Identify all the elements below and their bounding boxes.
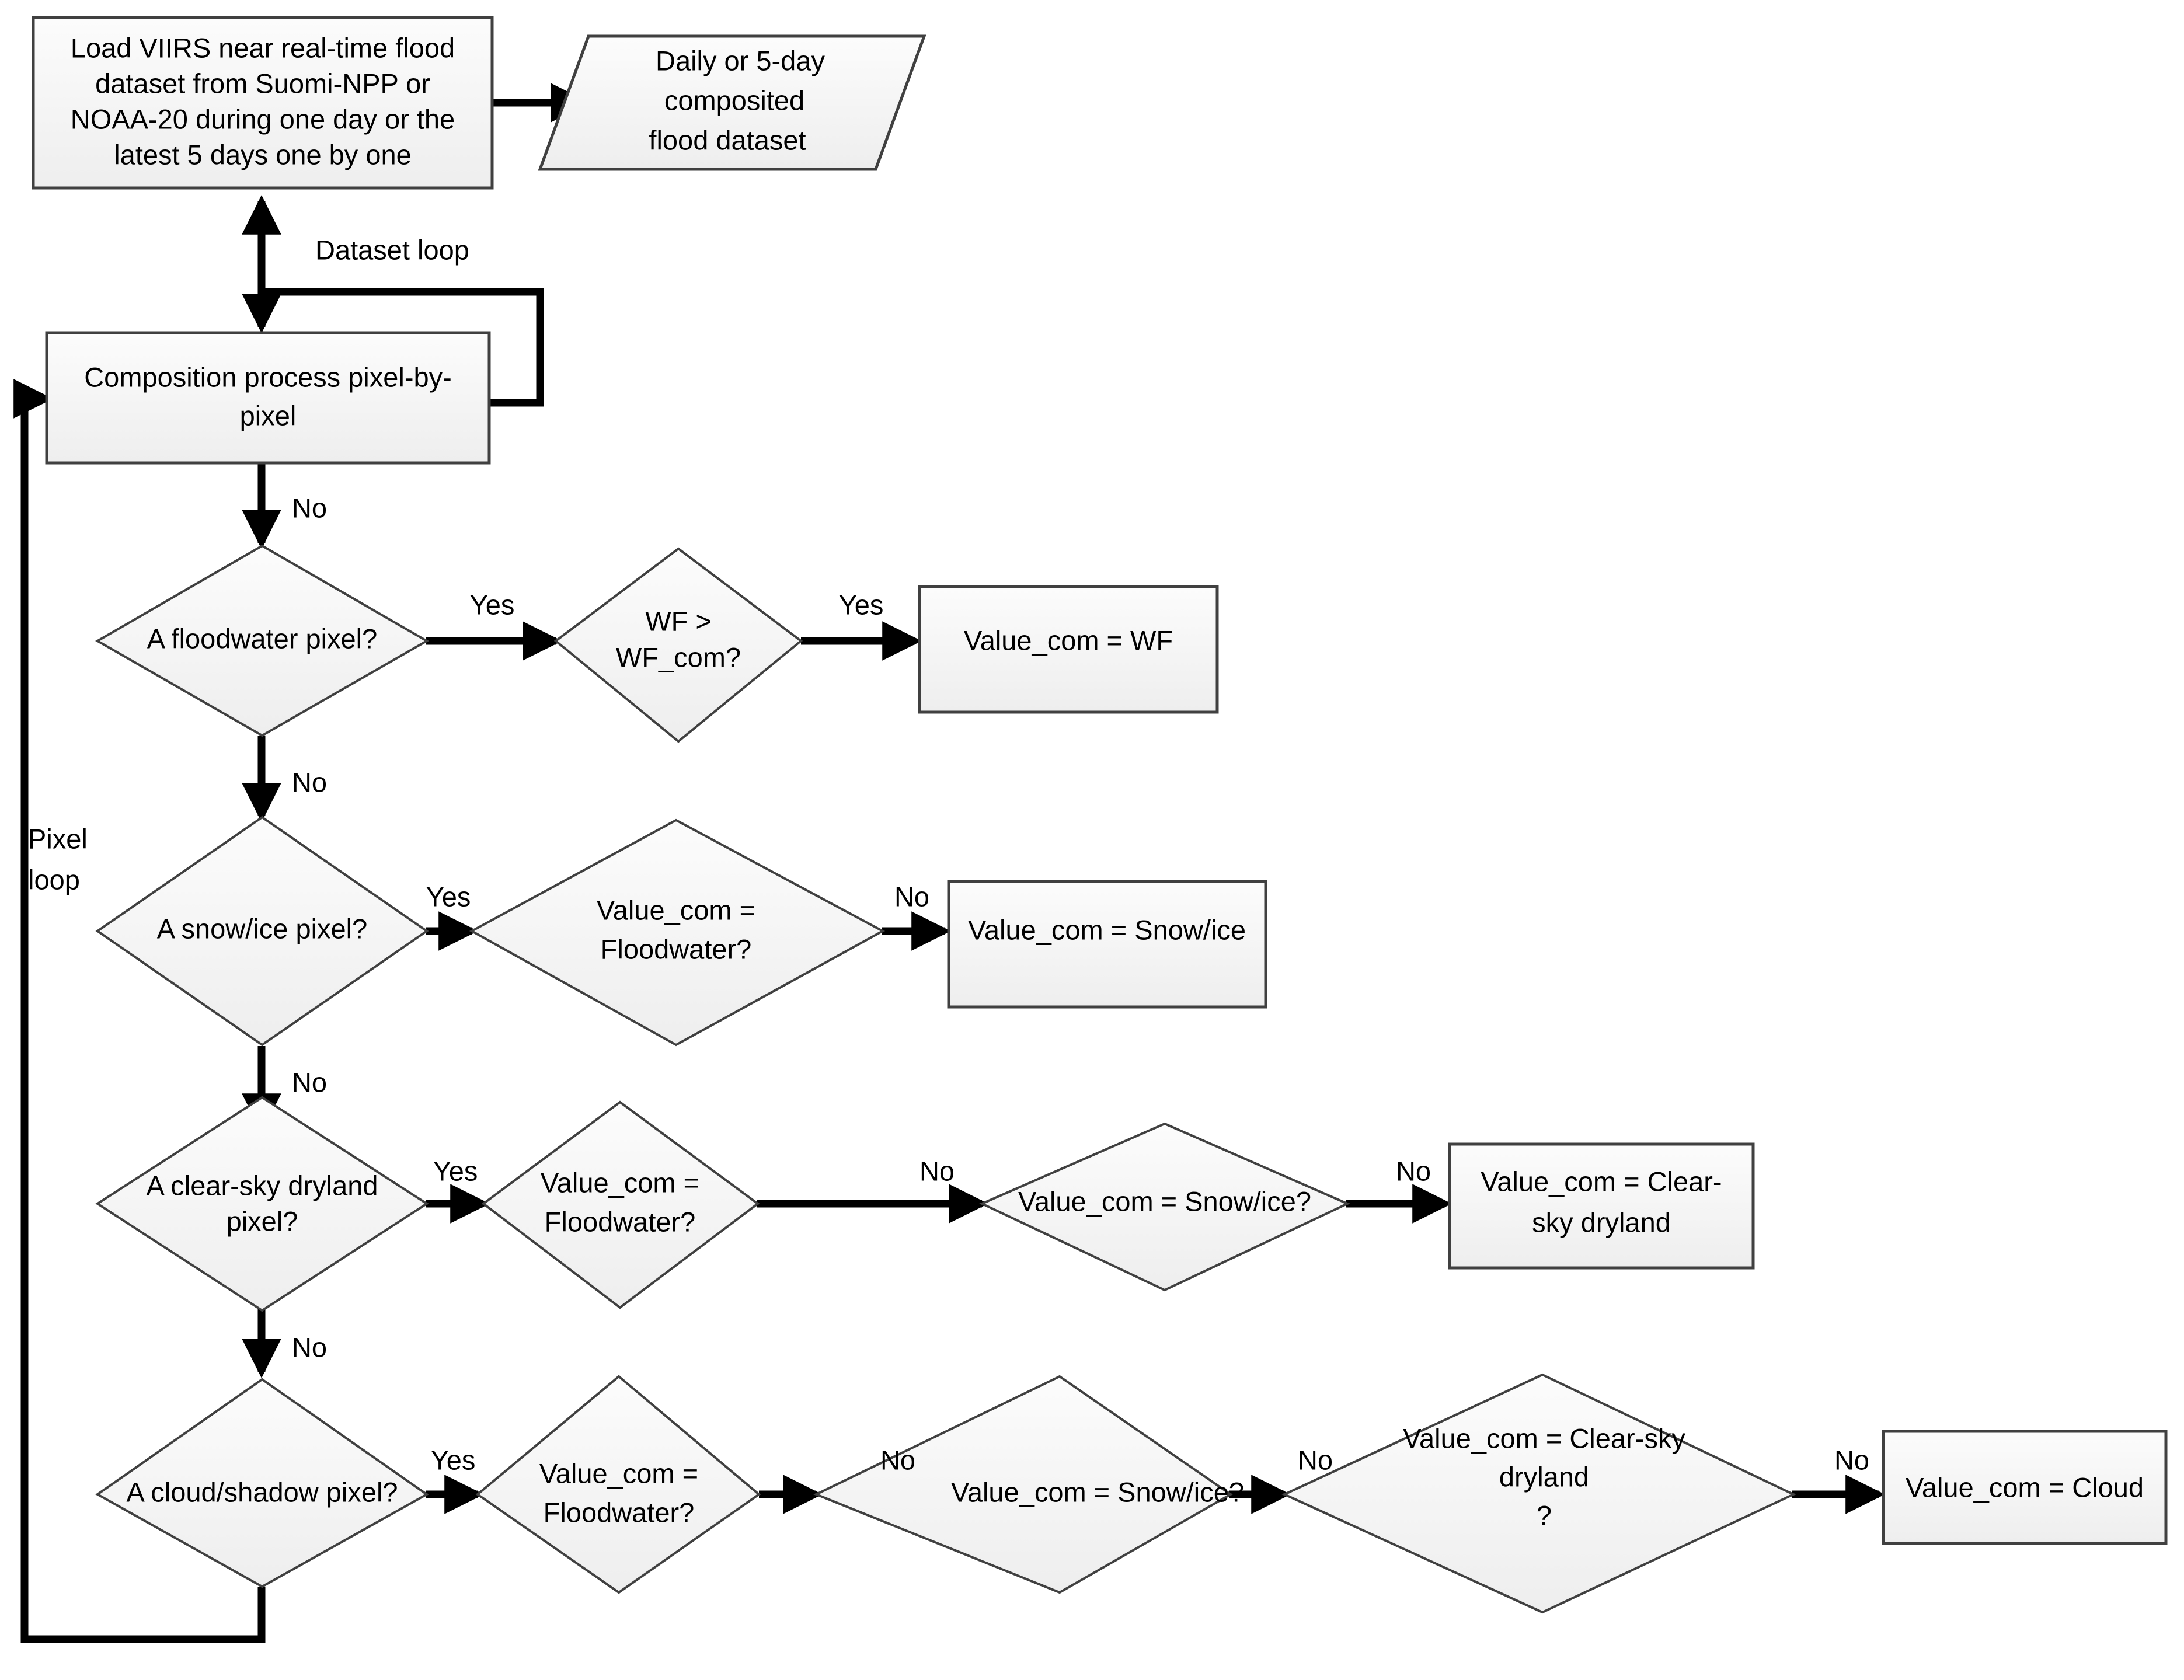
edge-label-flood-no: No — [292, 766, 327, 797]
load-dataset-line-1: Load VIIRS near real-time flood — [71, 32, 455, 63]
q-cloud-is-flood-line-2: Floodwater? — [544, 1497, 695, 1528]
node-q-clear-is-flood[interactable]: Value_com = Floodwater? — [481, 1100, 760, 1309]
node-load-dataset[interactable]: Load VIIRS near real-time flood dataset … — [32, 16, 494, 190]
q-snow-is-flood-line-2: Floodwater? — [601, 933, 752, 964]
node-q-cloud-is-clearsky[interactable]: Value_com = Clear-sky dryland ? — [1281, 1373, 1796, 1614]
node-r-value-wf[interactable]: Value_com = WF — [918, 585, 1219, 714]
edge-dataset-loop-path — [262, 288, 544, 407]
r-value-clearsky-line-1: Value_com = Clear- — [1481, 1166, 1722, 1197]
node-composition-process[interactable]: Composition process pixel-by- pixel — [45, 331, 491, 465]
composited-output-line-2: composited — [664, 85, 804, 116]
edge-label-snow-yes: Yes — [426, 881, 471, 912]
node-r-value-cloud[interactable]: Value_com = Cloud — [1882, 1430, 2168, 1545]
q-snow-is-flood-line-1: Value_com = — [597, 894, 755, 925]
node-q-snow-is-flood[interactable]: Value_com = Floodwater? — [469, 818, 886, 1047]
edge-label-clear-yes: Yes — [433, 1155, 478, 1186]
q-cloud-is-clearsky-line-2: dryland — [1499, 1461, 1589, 1492]
edge-label-clear-flood-no: No — [919, 1155, 955, 1186]
r-value-snowice-line-1: Value_com = Snow/ice — [968, 914, 1246, 945]
node-q-cloud-is-snow[interactable]: Value_com = Snow/ice? — [813, 1375, 1244, 1594]
q-cloud-line-1: A cloud/shadow pixel? — [126, 1476, 398, 1507]
load-dataset-line-4: latest 5 days one by one — [114, 139, 412, 170]
edge-label-clear-no: No — [292, 1332, 327, 1362]
q-clearsky-line-1: A clear-sky dryland — [146, 1170, 378, 1201]
q-clear-is-flood-line-1: Value_com = — [541, 1167, 699, 1198]
composition-process-line-2: pixel — [240, 400, 297, 431]
node-q-clearsky[interactable]: A clear-sky dryland pixel? — [95, 1096, 429, 1312]
node-q-cloud[interactable]: A cloud/shadow pixel? — [95, 1378, 429, 1588]
q-wf-line-1: WF > — [645, 605, 712, 636]
composited-output-line-1: Daily or 5-day — [656, 45, 825, 76]
node-r-value-clearsky[interactable]: Value_com = Clear- sky dryland — [1448, 1142, 1755, 1270]
composited-output-line-3: flood dataset — [649, 124, 806, 155]
q-cloud-is-clearsky-line-3: ? — [1537, 1500, 1552, 1531]
edge-label-snow-flood-no: No — [894, 881, 929, 912]
edge-pixel-loop — [13, 379, 266, 1643]
node-q-floodwater[interactable]: A floodwater pixel? — [95, 544, 430, 737]
node-q-clear-is-snow[interactable]: Value_com = Snow/ice? — [979, 1122, 1350, 1292]
q-floodwater-line-1: A floodwater pixel? — [147, 623, 378, 654]
node-r-value-snowice[interactable]: Value_com = Snow/ice — [947, 880, 1267, 1009]
node-composited-output[interactable]: Daily or 5-day composited flood dataset — [538, 34, 926, 171]
q-clear-is-snow-line-1: Value_com = Snow/ice? — [1018, 1186, 1311, 1217]
edge-label-pixel-loop-2: loop — [28, 864, 80, 895]
edge-label-snow-no: No — [292, 1066, 327, 1097]
edge-label-cloud-clear-no: No — [1834, 1444, 1869, 1475]
edge-label-clear-snow-no: No — [1396, 1155, 1431, 1186]
q-clearsky-line-2: pixel? — [227, 1205, 298, 1236]
r-value-wf-line-1: Value_com = WF — [964, 625, 1173, 656]
node-q-cloud-is-flood[interactable]: Value_com = Floodwater? — [475, 1375, 761, 1594]
q-snowice-line-1: A snow/ice pixel? — [157, 913, 368, 944]
r-value-clearsky-line-2: sky dryland — [1532, 1207, 1671, 1238]
edge-label-cloud-flood-no: No — [880, 1444, 915, 1475]
edge-label-pixel-loop-1: Pixel — [28, 823, 88, 854]
edge-label-wf-yes: Yes — [839, 589, 884, 620]
edge-label-comp-no: No — [292, 492, 327, 523]
load-dataset-line-3: NOAA-20 during one day or the — [71, 103, 455, 134]
q-wf-line-2: WF_com? — [616, 642, 741, 672]
edge-label-dataset-loop: Dataset loop — [315, 234, 469, 265]
q-cloud-is-clearsky-line-1: Value_com = Clear-sky — [1403, 1423, 1685, 1454]
node-q-wf-gt-wfcom[interactable]: WF > WF_com? — [553, 547, 803, 743]
q-cloud-is-flood-line-1: Value_com = — [539, 1458, 698, 1489]
composition-process-line-1: Composition process pixel-by- — [84, 361, 452, 392]
load-dataset-line-2: dataset from Suomi-NPP or — [95, 68, 430, 99]
edge-label-cloud-yes: Yes — [431, 1444, 476, 1475]
edge-label-flood-yes: Yes — [470, 589, 515, 620]
q-cloud-is-snow-line-1: Value_com = Snow/ice? — [951, 1476, 1244, 1507]
edge-label-cloud-snow-no: No — [1298, 1444, 1333, 1475]
r-value-cloud-line-1: Value_com = Cloud — [1906, 1472, 2144, 1503]
q-clear-is-flood-line-2: Floodwater? — [545, 1206, 696, 1237]
node-q-snowice[interactable]: A snow/ice pixel? — [95, 815, 429, 1047]
